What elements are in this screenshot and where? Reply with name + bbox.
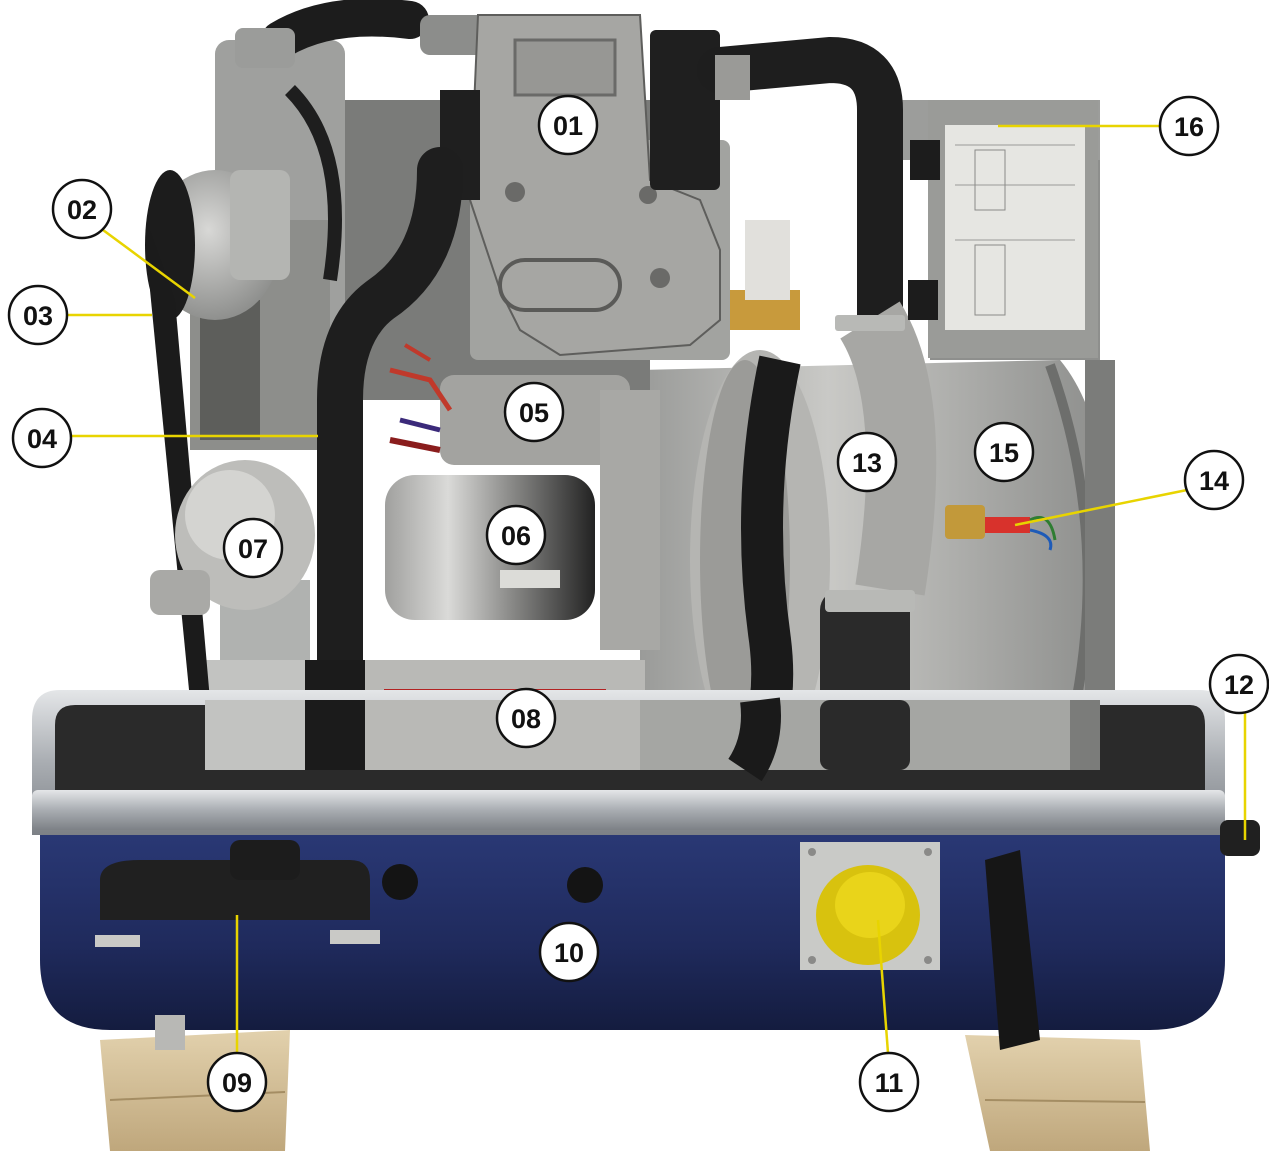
- callout-12: 12: [1208, 653, 1269, 715]
- callout-16: 16: [1158, 95, 1220, 157]
- housing-ports: [155, 820, 1260, 1050]
- exhaust-outlet: [95, 840, 380, 947]
- leader-14: [1014, 488, 1188, 527]
- callout-07: 07: [222, 517, 284, 579]
- svg-text:10: 10: [554, 938, 584, 968]
- svg-text:11: 11: [875, 1068, 904, 1098]
- svg-text:15: 15: [989, 438, 1019, 468]
- callout-05: 05: [503, 381, 565, 443]
- callout-15: 15: [973, 421, 1035, 483]
- svg-text:13: 13: [852, 448, 882, 478]
- nameplate: [908, 100, 1098, 358]
- svg-text:01: 01: [553, 111, 583, 141]
- svg-text:06: 06: [501, 521, 531, 551]
- svg-text:08: 08: [511, 704, 541, 734]
- svg-text:03: 03: [23, 301, 53, 331]
- alternator-pulley: [145, 170, 290, 700]
- callout-11: 11: [858, 1051, 920, 1113]
- callout-14: 14: [1183, 449, 1245, 511]
- svg-text:07: 07: [238, 534, 268, 564]
- callout-13: 13: [836, 431, 898, 493]
- callout-08: 08: [495, 687, 557, 749]
- svg-text:14: 14: [1199, 466, 1229, 496]
- leader-lines: [66, 124, 1247, 1054]
- svg-text:12: 12: [1224, 670, 1254, 700]
- leader-02: [102, 228, 196, 300]
- callout-09: 09: [206, 1051, 268, 1113]
- callout-01: 01: [537, 94, 599, 156]
- svg-text:04: 04: [27, 424, 57, 454]
- callout-04: 04: [11, 407, 73, 469]
- svg-text:02: 02: [67, 195, 97, 225]
- callout-02: 02: [51, 178, 113, 240]
- callout-03: 03: [7, 284, 69, 346]
- leader-11: [876, 919, 890, 1054]
- svg-text:09: 09: [222, 1068, 252, 1098]
- exhaust-manifold: [440, 14, 721, 357]
- callouts: 01 02 03 04 05 06 07 08 09 10 11 12 13 1…: [7, 94, 1269, 1113]
- callout-10: 10: [538, 921, 600, 983]
- callout-06: 06: [485, 504, 547, 566]
- temperature-sensor: [945, 505, 1057, 551]
- svg-text:05: 05: [519, 398, 549, 428]
- svg-text:16: 16: [1174, 112, 1204, 142]
